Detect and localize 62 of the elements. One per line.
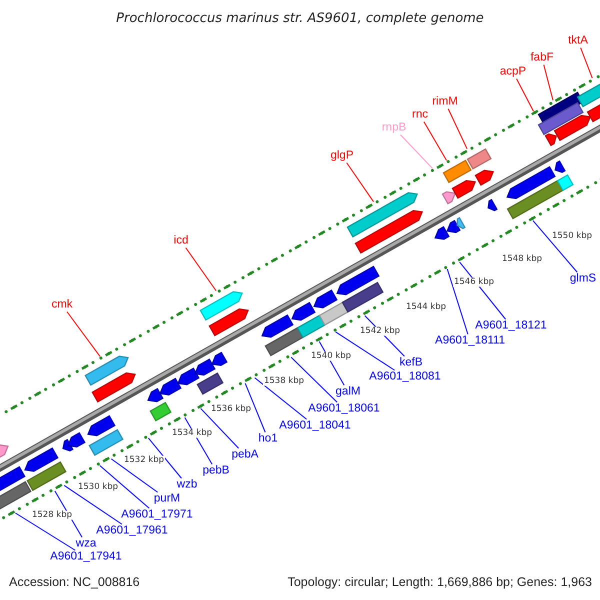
gene-label: rnc — [412, 109, 428, 121]
scale-label: 1540 kbp — [310, 352, 352, 360]
scale-label: 1544 kbp — [404, 302, 448, 312]
gene-label: A9601_18111 — [435, 335, 505, 347]
leader-line — [448, 108, 468, 150]
leader-line — [423, 121, 447, 161]
scale-label: 1536 kbp — [210, 404, 252, 414]
leader-line — [66, 311, 100, 357]
scale-label: 1528 kbp — [30, 510, 74, 520]
chart-title: Prochlorococcus marinus str. AS9601, complete genome — [115, 11, 485, 26]
leader-line — [99, 464, 150, 509]
gene-label: A9601_17941 — [50, 551, 122, 563]
leader-line — [254, 377, 308, 420]
leader-line — [335, 331, 396, 371]
gene-label: icd — [174, 235, 188, 247]
scale-label: 1548 kbp — [500, 254, 544, 264]
gene-label: galM — [336, 386, 360, 398]
scale-label: 1550 kbp — [550, 232, 594, 240]
gene-label: ho1 — [258, 433, 278, 445]
gene-label: kefB — [400, 357, 422, 369]
scale-label: 1542 kbp — [358, 326, 402, 336]
gene-label: pebA — [232, 449, 258, 461]
gene-label: fabF — [530, 52, 554, 64]
gene-label: A9601_18081 — [369, 371, 441, 383]
leader-line — [290, 356, 338, 403]
leader-line — [244, 382, 266, 433]
gene-label: glmS — [570, 273, 596, 285]
gene-label: A9601_18121 — [475, 320, 547, 332]
leader-line — [64, 484, 122, 525]
scale-label: 1532 kbp — [122, 456, 166, 464]
leader-line — [346, 162, 374, 202]
leader-line — [543, 64, 554, 101]
gene-label: A9601_17961 — [96, 525, 168, 537]
leader-line — [200, 408, 240, 449]
gene-label: rnpB — [382, 122, 406, 134]
gene-label: A9601_18041 — [279, 420, 351, 432]
accession-text: Accession: NC_008816 — [9, 576, 140, 588]
gene-label: purM — [154, 493, 180, 505]
gene-label: wza — [76, 538, 96, 550]
gene-label: wzb — [176, 479, 198, 491]
gene-label: pebB — [202, 465, 230, 477]
leader-line — [14, 512, 76, 551]
genome-summary-text: Topology: circular; Length: 1,669,886 bp; Genes: 1,963 — [288, 576, 592, 588]
gene-label: glgP — [330, 150, 354, 162]
leader-line — [185, 247, 217, 292]
gene-label: acpP — [500, 66, 526, 78]
leader-line — [532, 220, 578, 273]
scale-label: 1530 kbp — [76, 482, 120, 492]
leader-line — [580, 47, 593, 79]
gene-label: tktA — [568, 35, 588, 47]
leader-line — [110, 458, 158, 493]
gene-label: A9601_18061 — [308, 403, 380, 415]
scale-label: 1546 kbp — [452, 278, 496, 286]
gene-label: A9601_17971 — [121, 509, 193, 521]
leader-line — [516, 78, 534, 112]
scale-label: 1538 kbp — [262, 376, 306, 386]
scale-label: 1534 kbp — [170, 428, 214, 438]
gene-label: cmk — [51, 299, 73, 311]
leader-line — [446, 268, 468, 335]
leader-line — [148, 438, 182, 479]
gene-label: rimM — [432, 96, 458, 108]
leader-line — [400, 134, 433, 169]
